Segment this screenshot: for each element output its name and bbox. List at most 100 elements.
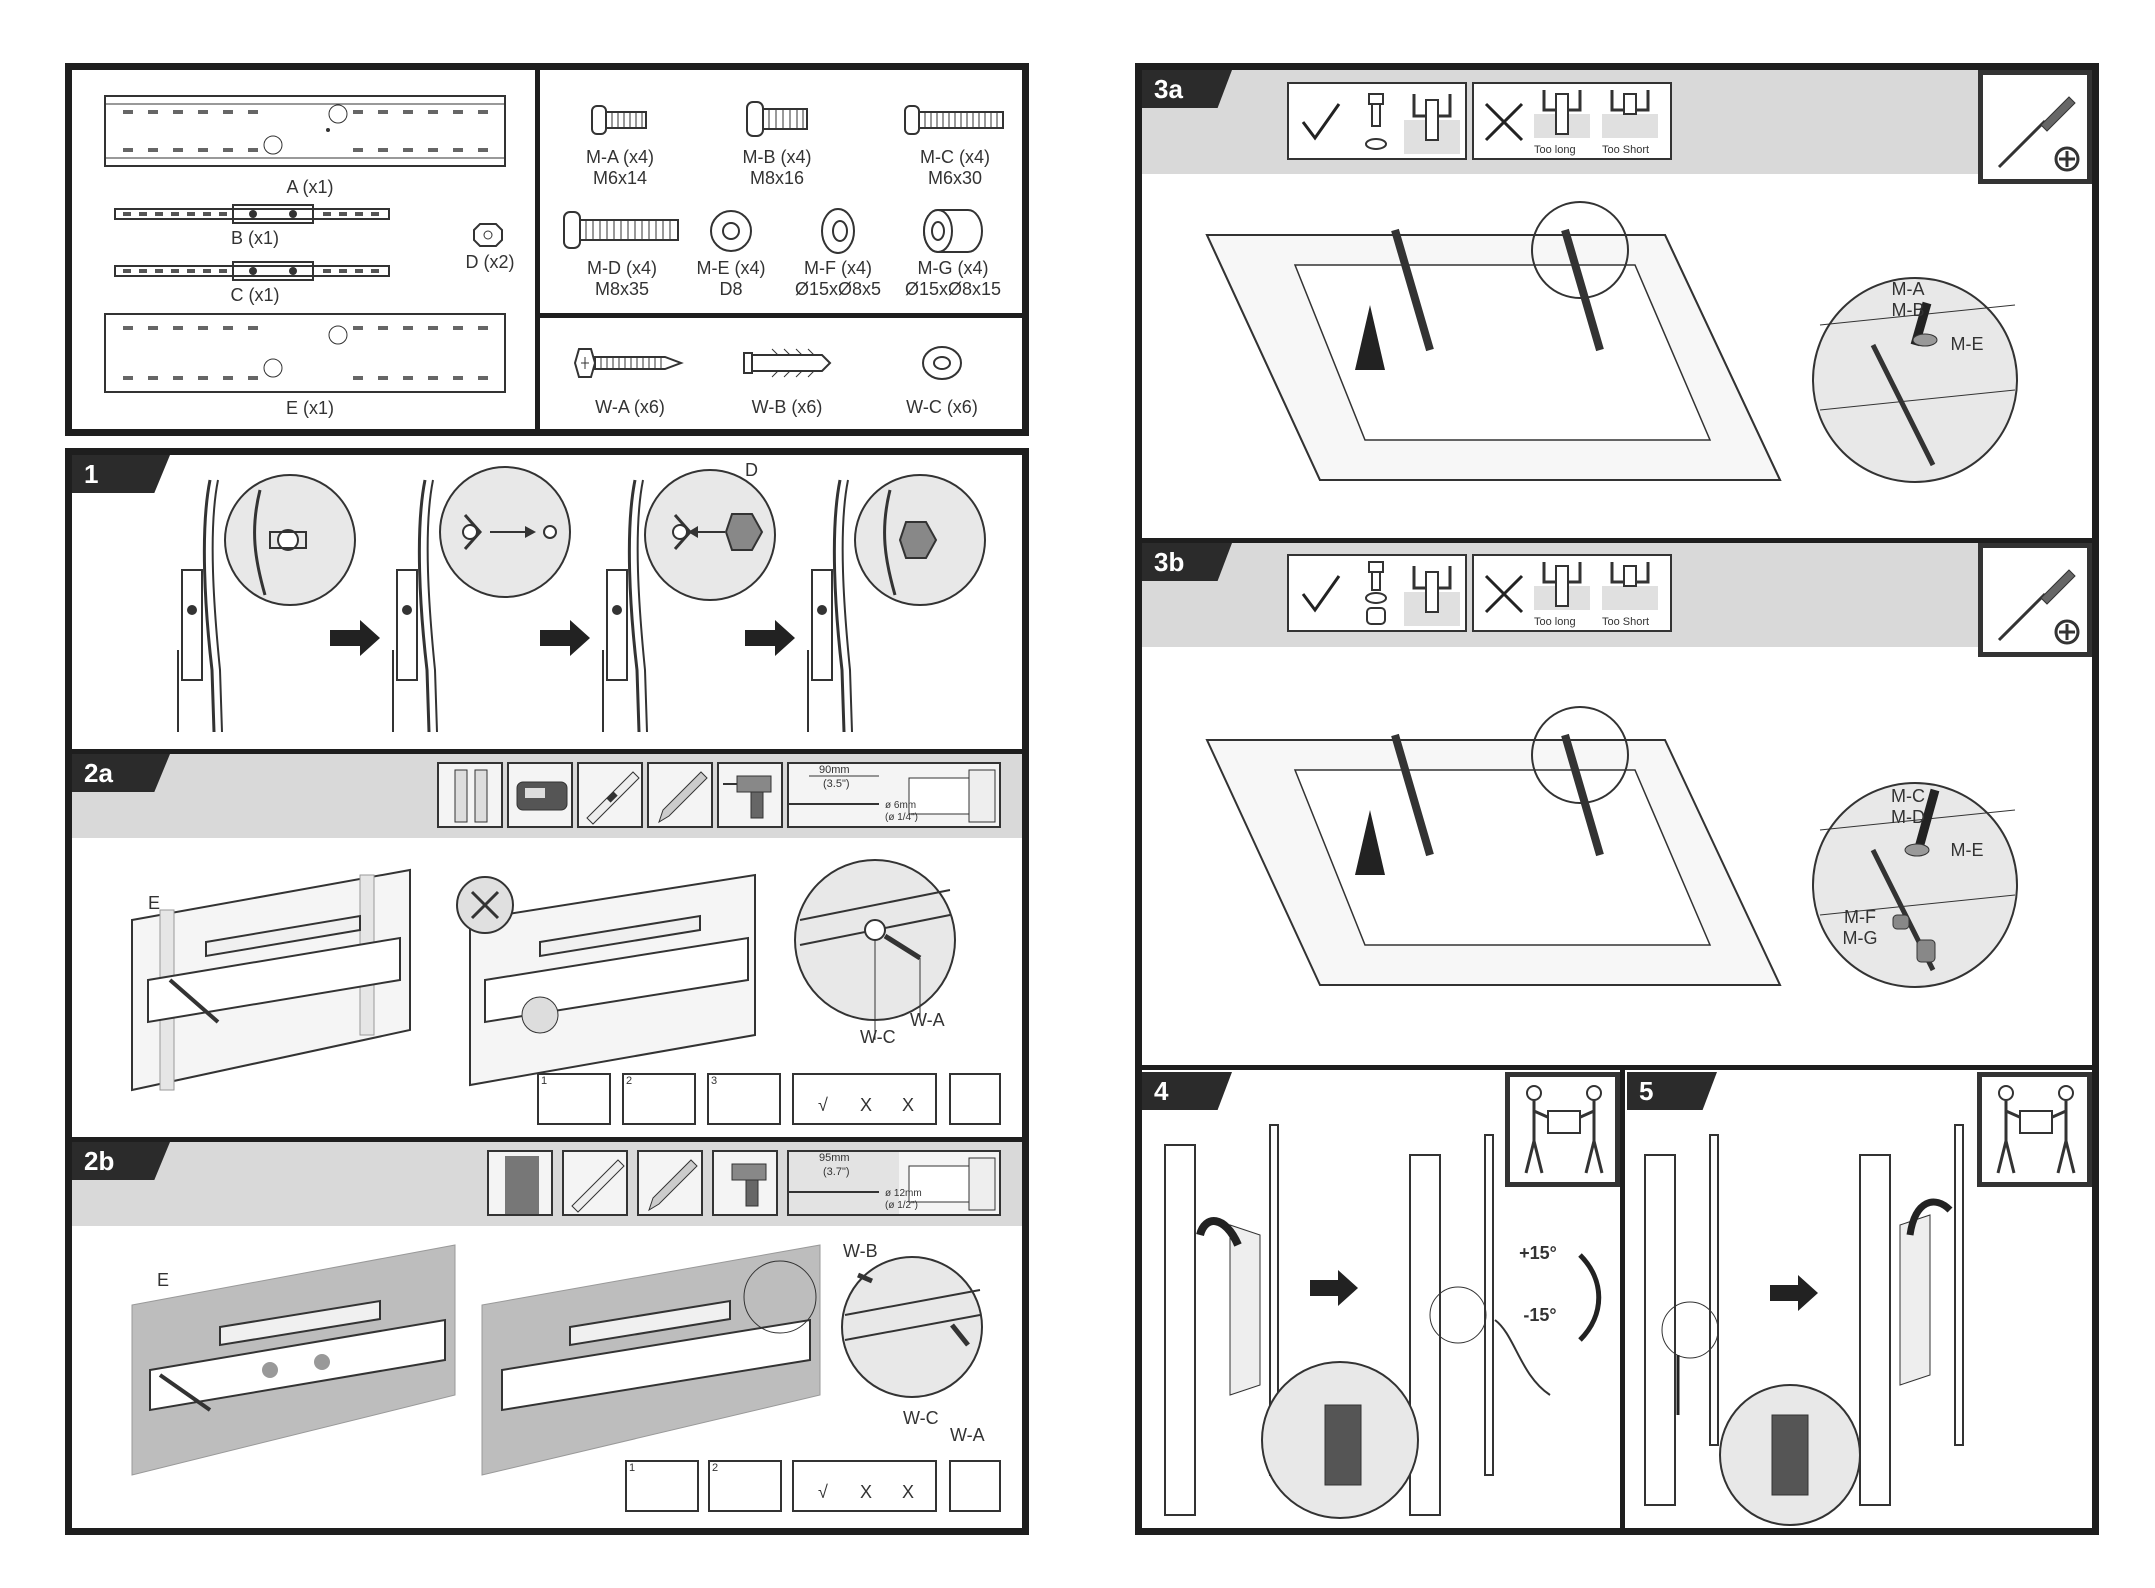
step-2b-tag: 2b xyxy=(72,1142,170,1180)
step-2a-sub-3: 3 xyxy=(707,1073,781,1125)
drill-bit-size1: ø 6mm xyxy=(885,800,917,811)
tilt-down-label: -15° xyxy=(1523,1305,1557,1325)
screw-ma-name: M-A (x4) xyxy=(585,147,654,167)
lag-bolt-wa-label: W-A (x6) xyxy=(595,397,665,417)
drill-bit-size1-2b: ø 12mm xyxy=(885,1188,922,1199)
step-4-illustration xyxy=(1164,1124,1602,1519)
parts-divider-vertical xyxy=(535,63,540,436)
check-mark-2b-1: √ xyxy=(818,1482,828,1502)
pencil-icon-2b xyxy=(648,1159,698,1212)
wall-tool xyxy=(487,1150,553,1216)
two-person-icon xyxy=(1524,1085,1604,1174)
screw-mb-label: M-B (x4)M8x16 xyxy=(722,147,832,189)
step-3b-callout-mc: M-C xyxy=(1891,786,1925,806)
washer-wc-icon xyxy=(922,346,962,380)
check-mark-2: X xyxy=(860,1095,873,1115)
spacer-mf-name: M-F (x4) xyxy=(804,258,872,278)
screw-md-icon xyxy=(563,211,679,249)
level-tool xyxy=(577,762,643,828)
too-short-bracket-icon-3b xyxy=(1602,562,1658,610)
plate-a-label: A (x1) xyxy=(286,177,334,197)
spacer-mg-label: M-G (x4)Ø15xØ8x15 xyxy=(893,258,1013,300)
step-3b-callout-md: M-D xyxy=(1891,807,1925,827)
spacer-mg-icon xyxy=(923,209,983,253)
step-2b-illustration xyxy=(131,1244,983,1476)
step-3b-correct-box xyxy=(1287,554,1467,632)
drill-depth-dim1: 90mm xyxy=(819,764,850,776)
step-3a-tag: 3a xyxy=(1142,70,1232,108)
screw-mc-name: M-C (x4) xyxy=(920,147,990,167)
spacer-mf-size: Ø15xØ8x5 xyxy=(794,279,882,299)
pencil-icon xyxy=(658,771,708,824)
step-3b-illustration xyxy=(1205,706,2018,988)
screw-mc-size: M6x30 xyxy=(927,168,983,188)
stud-icon xyxy=(454,769,488,823)
step-3a-correct-box xyxy=(1287,82,1467,160)
bracket-icon-3b xyxy=(1404,566,1460,626)
screw-spacer-icon xyxy=(1365,561,1387,625)
level-tool-2b xyxy=(562,1150,628,1216)
step-2a-tag: 2a xyxy=(72,754,170,792)
divider-2a-2b xyxy=(65,1137,1029,1142)
washer-wc-label: W-C (x6) xyxy=(906,397,978,417)
step-3a-callout-me: M-E xyxy=(1950,334,1984,354)
step-2b-sub-2-num: 2 xyxy=(712,1462,719,1474)
spacer-mf-label: M-F (x4)Ø15xØ8x5 xyxy=(778,258,898,300)
drill-depth-dim2: (3.5") xyxy=(823,778,850,790)
step-2a-illustration xyxy=(131,859,956,1092)
spacer-mg-size: Ø15xØ8x15 xyxy=(904,279,1002,299)
step-3b-screwdriver-box xyxy=(1978,543,2092,657)
step-2a-label-e: E xyxy=(148,893,161,913)
step-3b-wrong-box: Too long Too Short xyxy=(1472,554,1672,632)
screw-mb-name: M-B (x4) xyxy=(742,147,812,167)
divider-4-5 xyxy=(1620,1065,1625,1535)
too-short-label: Too Short xyxy=(1602,144,1650,156)
knob-d-label: D (x2) xyxy=(465,252,515,272)
step-3a-callout-mb: M-B xyxy=(1891,300,1925,320)
step-2b-label-wc: W-C xyxy=(903,1408,939,1428)
too-long-label-3b: Too long xyxy=(1534,616,1576,628)
step-2a-sub-1-num: 1 xyxy=(541,1075,548,1087)
screw-md-name: M-D (x4) xyxy=(587,258,657,278)
step-1-callout-d: D xyxy=(745,460,758,480)
step-2b-label-wa: W-A xyxy=(950,1425,985,1445)
screw-ma-size: M6x14 xyxy=(592,168,648,188)
step-2b-sub-2: 2 xyxy=(708,1460,782,1512)
too-long-bracket-icon xyxy=(1534,90,1590,138)
stud-finder-tool xyxy=(507,762,573,828)
step-2b-drill-note xyxy=(949,1460,1001,1512)
drill-tool xyxy=(717,762,783,828)
screwdriver-icon-3b xyxy=(1997,569,2080,645)
parts-divider-horizontal xyxy=(535,313,1029,318)
check-mark-1: √ xyxy=(818,1095,828,1115)
check-mark-3: X xyxy=(902,1095,915,1115)
screw-ma-label: M-A (x4)M6x14 xyxy=(565,147,675,189)
knob-d-icon xyxy=(473,223,503,247)
too-short-bracket-icon xyxy=(1602,90,1658,138)
stud-tool xyxy=(437,762,503,828)
drill-icon xyxy=(723,775,772,819)
step-2b-label-wb: W-B xyxy=(843,1241,878,1261)
wall-icon xyxy=(505,1156,539,1214)
divider-3a-3b xyxy=(1135,538,2099,543)
cross-icon xyxy=(1484,102,1524,142)
step-3a-callout-ma: M-A xyxy=(1891,279,1925,299)
step-2b-level-check: √ X X xyxy=(792,1460,937,1512)
step-2a-sub-2-num: 2 xyxy=(626,1075,633,1087)
too-short-label-3b: Too Short xyxy=(1602,616,1650,628)
step-3b-callout-me: M-E xyxy=(1950,840,1984,860)
step-2b-label-e: E xyxy=(157,1270,170,1290)
screw-md-size: M8x35 xyxy=(594,279,650,299)
step-5-tag: 5 xyxy=(1627,1072,1717,1110)
step-1-tag: 1 xyxy=(72,455,170,493)
step-3a-wrong-box: Too long Too Short xyxy=(1472,82,1672,160)
step-2a-sub-2: 2 xyxy=(622,1073,696,1125)
washer-me-icon xyxy=(710,210,752,252)
level-icon xyxy=(586,771,640,825)
check-mark-2b-3: X xyxy=(902,1482,915,1502)
step-1-illustration xyxy=(176,466,986,734)
step-3a-screwdriver-box xyxy=(1978,70,2092,184)
drill-tool-2b xyxy=(712,1150,778,1216)
step-2a-level-check: √ X X xyxy=(792,1073,937,1125)
step-4-tag: 4 xyxy=(1142,1072,1232,1110)
